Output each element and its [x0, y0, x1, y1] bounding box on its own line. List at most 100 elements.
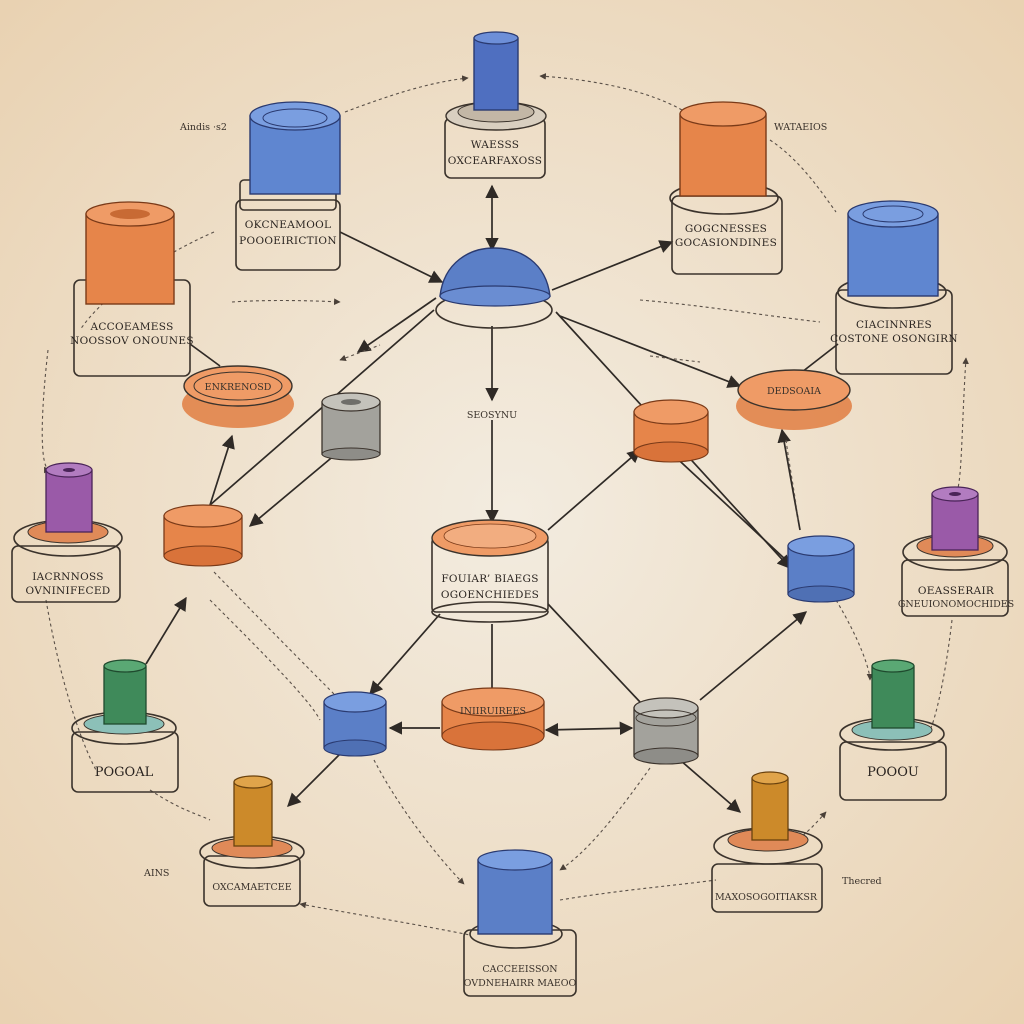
green-node-right: POOOU — [839, 659, 947, 801]
arrow-hub-upper-right — [551, 240, 674, 291]
connections — [145, 184, 839, 813]
mid-right-line1: OEASSERAIR — [918, 585, 995, 597]
corner-bottom-left-label: AINS — [143, 868, 169, 879]
arrow-disc-lowright — [544, 721, 634, 737]
lower-center-disc: INIIRUIREES — [441, 687, 545, 751]
arrow-gray-midleft — [248, 453, 337, 527]
hub-dome — [439, 247, 551, 297]
center-node: FOUIAR’ BIAEGS OGOENCHIEDES — [431, 519, 549, 623]
top-box-line1: WAESSS — [471, 139, 520, 151]
arrow-center-lowright — [547, 603, 641, 703]
right-disc-node: DEDSOAIA — [736, 369, 852, 430]
dash-far-right — [957, 357, 969, 489]
bottom-center-line2: OVDNEHAIRR MAEOO — [464, 978, 577, 989]
dash-bottom-center-left — [299, 901, 471, 936]
bottom-left2-box-label: OXCAMAETCEE — [212, 882, 291, 893]
gold-left-cylinder — [233, 781, 273, 847]
dash-lower-left-outer — [45, 599, 97, 771]
upper-left-line1: OKCNEAMOOL — [245, 219, 332, 231]
gray-spool-left-bottom — [321, 447, 381, 461]
dash-far-left — [41, 349, 51, 474]
arrow-hub-left — [356, 297, 437, 353]
left-node: ACCOEAMESS NOOSSOV ONOUNES — [70, 201, 194, 377]
dash-left-small1 — [231, 298, 341, 305]
purple-right-hole — [949, 492, 961, 496]
right-cylinder-cap — [847, 200, 939, 228]
center-line2: OGOENCHIEDES — [441, 589, 539, 601]
arrow-green-midleft — [145, 596, 187, 665]
annotations: Aindis ·s2 WATAEIOS AINS Thecred — [143, 122, 882, 887]
right-line2: COSTONE OSONGIRN — [830, 333, 958, 345]
upper-right-line2: GOCASIONDINES — [675, 237, 777, 249]
gray-spool-lowright — [633, 697, 699, 765]
upper-right-node: GOGCNESSES GOCASIONDINES — [669, 101, 783, 275]
arrow-orange-right — [547, 449, 642, 531]
purple-node-right: OEASSERAIR GNEUIONOMOCHIDES — [898, 486, 1014, 617]
lower-center-disc-bottom — [441, 721, 545, 751]
bottom-right2-box-label: MAXOSOGOITIAKSR — [715, 892, 818, 903]
center-bottom — [431, 601, 549, 623]
dash-midleft-low — [213, 571, 341, 701]
blue-spool-lowleft-cap — [323, 691, 387, 713]
dash-outer-top-right — [539, 73, 683, 111]
top-cylinder-body — [473, 37, 519, 111]
green-left-cylinder — [103, 665, 147, 725]
left-disc-label: ENKRENOSD — [205, 382, 272, 393]
purple-left-box — [11, 545, 121, 603]
gold-node-right: MAXOSOGOITIAKSR — [711, 771, 823, 913]
gray-spool-lowright-bottom — [633, 747, 699, 765]
center-cap-inner — [443, 523, 537, 549]
lower-center-disc-label: INIIRUIREES — [460, 706, 526, 717]
upper-right-line1: GOGCNESSES — [685, 223, 767, 235]
orange-spool-midleft — [163, 504, 243, 567]
mid-right-line2: GNEUIONOMOCHIDES — [898, 599, 1014, 610]
dash-right-small1 — [639, 299, 821, 323]
gold-right-cap — [751, 771, 789, 785]
orange-spool-right-bottom — [633, 441, 709, 463]
gold-left-cap — [233, 775, 273, 789]
purple-left-hole — [63, 468, 75, 472]
blue-spool-midright — [787, 535, 855, 603]
purple-right-box — [901, 559, 1009, 617]
purple-node-left: IACRNNOSS OVNINIFECED — [11, 462, 123, 603]
arrow-left-disc — [189, 343, 221, 367]
gray-spool-lowright-ring — [635, 709, 697, 727]
green-right-cap — [871, 659, 915, 673]
right-line1: CIACINNRES — [856, 319, 932, 331]
right-node: CIACINNRES COSTONE OSONGIRN — [830, 200, 958, 375]
purple-left-cylinder — [45, 469, 93, 533]
arrow-lowleft-gold — [287, 753, 341, 807]
right-cylinder-body — [847, 213, 939, 297]
arrow-center-lowleft — [369, 613, 441, 696]
blue-spool-midright-bottom — [787, 585, 855, 603]
bottom-center-line1: CACCEEISSON — [482, 964, 557, 975]
upper-left-cylinder-rim — [262, 108, 328, 128]
gray-spool-left — [321, 392, 381, 461]
arrow-upleft-disc — [209, 434, 235, 506]
green-left-cap — [103, 659, 147, 673]
bottom-left-box-label: POGOAL — [95, 765, 154, 780]
left-disc-node: ENKRENOSD — [182, 365, 294, 428]
left-cylinder-hole — [110, 209, 150, 219]
blue-spool-lowleft — [323, 691, 387, 757]
dash-right-mid — [785, 439, 799, 521]
arrow-orange-right-blue — [667, 449, 787, 561]
mid-left-line1: IACRNNOSS — [32, 571, 104, 583]
left-line2: NOOSSOV ONOUNES — [70, 335, 194, 347]
dash-right-small2 — [649, 355, 701, 363]
right-disc-label: DEDSOAIA — [767, 386, 821, 397]
gold-node-left: OXCAMAETCEE — [199, 775, 305, 907]
orange-spool-right — [633, 399, 709, 463]
hub-label: SEOSYNU — [467, 410, 517, 421]
dash-outer-top-left — [344, 75, 469, 113]
dash-right-low — [835, 599, 874, 681]
mid-left-line2: OVNINIFECED — [25, 585, 110, 597]
upper-left-box — [235, 199, 341, 271]
arrow-right-box — [801, 343, 839, 373]
green-node-left: POGOAL — [71, 659, 179, 793]
top-box-line2: OXCEARFAXOSS — [448, 155, 543, 167]
center-line1: FOUIAR’ BIAEGS — [441, 573, 538, 585]
bottom-center-cap — [477, 849, 553, 871]
gray-spool-lowright-cap — [633, 697, 699, 719]
left-disc-top — [183, 365, 293, 407]
